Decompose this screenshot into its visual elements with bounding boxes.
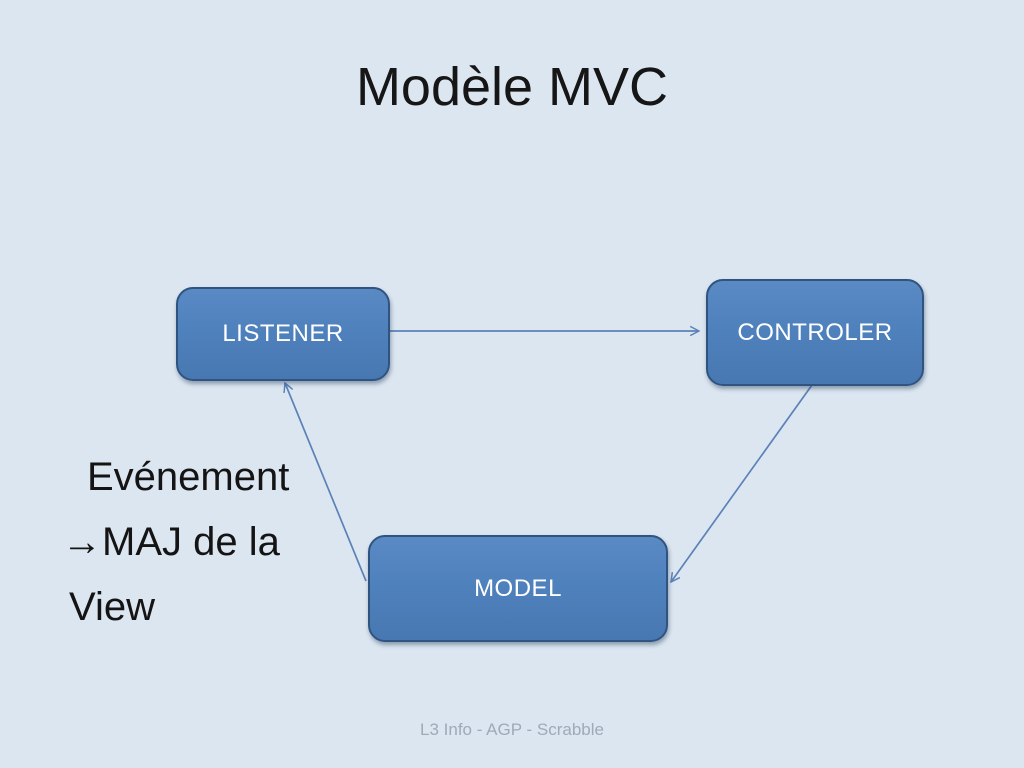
annotation-line-1: Evénement <box>87 455 290 499</box>
arrow-model-to-listener <box>285 383 367 582</box>
slide-footer: L3 Info - AGP - Scrabble <box>420 720 604 739</box>
diagram-node-controler: CONTROLER <box>706 279 924 386</box>
annotation-text: Evénement →MAJ de la View <box>62 445 289 640</box>
diagram-node-listener: LISTENER <box>176 287 390 381</box>
annotation-line-3: View <box>69 585 155 629</box>
node-controler-label: CONTROLER <box>737 318 893 346</box>
slide-title: Modèle MVC <box>355 57 669 117</box>
diagram-node-model: MODEL <box>368 535 668 642</box>
node-listener-label: LISTENER <box>222 320 344 347</box>
arrow-controler-to-model <box>671 384 813 582</box>
annotation-line-2: →MAJ de la <box>62 520 280 564</box>
node-model-label: MODEL <box>474 574 562 602</box>
